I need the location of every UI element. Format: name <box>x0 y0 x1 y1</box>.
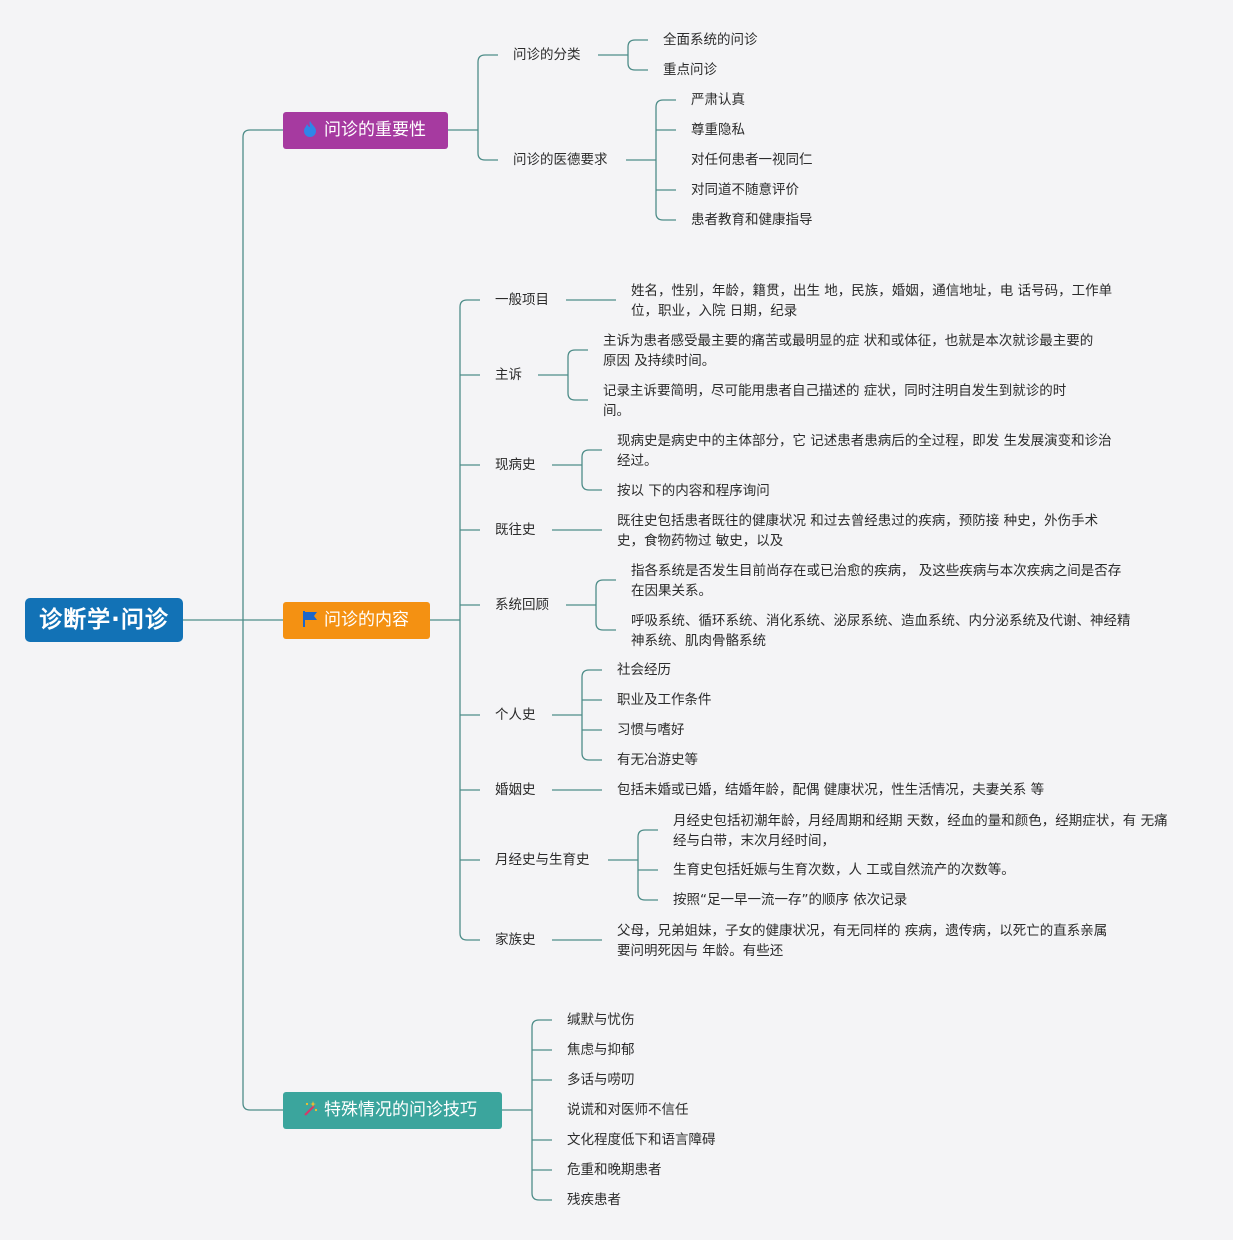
leaf-item[interactable]: 父母，兄弟姐妹，子女的健康状况，有无同样的 疾病，遗传病，以死亡的直系亲属要问明… <box>617 923 1108 959</box>
subtopic-special-item[interactable]: 缄默与忧伤 <box>567 1012 635 1028</box>
flame-icon <box>301 115 321 152</box>
leaf-item[interactable]: 主诉为患者感受最主要的痛苦或最明显的症 状和或体征，也就是本次就诊最主要的原因 … <box>603 333 1094 369</box>
magic-wand-icon <box>301 1095 321 1132</box>
leaf-item[interactable]: 尊重隐私 <box>691 122 745 138</box>
subtopic-general-items[interactable]: 一般项目 <box>495 292 549 308</box>
leaf-item[interactable]: 重点问诊 <box>663 62 717 78</box>
leaf-item[interactable]: 按以 下的内容和程序询问 <box>617 483 770 499</box>
subtopic-special-item[interactable]: 危重和晚期患者 <box>567 1162 662 1178</box>
subtopic-chief-complaint[interactable]: 主诉 <box>495 367 522 383</box>
subtopic-special-item[interactable]: 焦虑与抑郁 <box>567 1042 635 1058</box>
leaf-item[interactable]: 包括未婚或已婚，结婚年龄，配偶 健康状况，性生活情况，夫妻关系 等 <box>617 782 1045 798</box>
subtopic-ethics[interactable]: 问诊的医德要求 <box>513 152 608 168</box>
leaf-item[interactable]: 习惯与嗜好 <box>617 722 685 738</box>
subtopic-systems-review[interactable]: 系统回顾 <box>495 597 549 613</box>
subtopic-present-illness[interactable]: 现病史 <box>495 457 536 473</box>
subtopic-classification[interactable]: 问诊的分类 <box>513 47 581 63</box>
leaf-item[interactable]: 记录主诉要简明，尽可能用患者自己描述的 症状，同时注明自发生到就诊的时间。 <box>603 383 1067 419</box>
subtopic-special-item[interactable]: 残疾患者 <box>567 1192 621 1208</box>
subtopic-personal-history[interactable]: 个人史 <box>495 707 536 723</box>
root-topic[interactable]: 诊断学·问诊 <box>25 598 183 642</box>
subtopic-past-history[interactable]: 既往史 <box>495 522 536 538</box>
subtopic-special-item[interactable]: 多话与唠叨 <box>567 1072 635 1088</box>
leaf-item[interactable]: 对任何患者一视同仁 <box>691 152 813 168</box>
leaf-item[interactable]: 既往史包括患者既往的健康状况 和过去曾经患过的疾病，预防接 种史，外伤手术史，食… <box>617 513 1099 549</box>
leaf-item[interactable]: 呼吸系统、循环系统、消化系统、泌尿系统、造血系统、内分泌系统及代谢、神经精神系统… <box>631 613 1131 649</box>
leaf-item[interactable]: 患者教育和健康指导 <box>691 212 813 228</box>
branch-content[interactable]: 问诊的内容 <box>283 602 430 639</box>
leaf-item[interactable]: 职业及工作条件 <box>617 692 712 708</box>
leaf-item[interactable]: 社会经历 <box>617 662 671 678</box>
leaf-item[interactable]: 有无冶游史等 <box>617 752 698 768</box>
leaf-item[interactable]: 对同道不随意评价 <box>691 182 799 198</box>
subtopic-family-history[interactable]: 家族史 <box>495 932 536 948</box>
subtopic-special-item[interactable]: 文化程度低下和语言障碍 <box>567 1132 716 1148</box>
leaf-item[interactable]: 生育史包括妊娠与生育次数，人 工或自然流产的次数等。 <box>673 862 1015 878</box>
leaf-item[interactable]: 月经史包括初潮年龄，月经周期和经期 天数，经血的量和颜色，经期症状，有 无痛经与… <box>673 813 1168 849</box>
leaf-item[interactable]: 现病史是病史中的主体部分，它 记述患者患病后的全过程，即发 生发展演变和诊治经过… <box>617 433 1112 469</box>
branch-title: 问诊的内容 <box>324 610 409 630</box>
leaf-item[interactable]: 全面系统的问诊 <box>663 32 758 48</box>
branch-title: 问诊的重要性 <box>324 120 426 140</box>
branch-title: 特殊情况的问诊技巧 <box>324 1100 477 1120</box>
branch-special-skills[interactable]: 特殊情况的问诊技巧 <box>283 1092 502 1129</box>
subtopic-special-item[interactable]: 说谎和对医师不信任 <box>567 1102 689 1118</box>
flag-icon <box>301 605 321 642</box>
leaf-item[interactable]: 严肃认真 <box>691 92 745 108</box>
leaf-item[interactable]: 姓名，性别，年龄，籍贯，出生 地，民族，婚姻，通信地址，电 话号码，工作单位，职… <box>631 283 1113 319</box>
branch-importance[interactable]: 问诊的重要性 <box>283 112 448 149</box>
leaf-item[interactable]: 按照“足一早一流一存”的顺序 依次记录 <box>673 892 908 908</box>
subtopic-menstrual-reproductive[interactable]: 月经史与生育史 <box>495 852 590 868</box>
leaf-item[interactable]: 指各系统是否发生目前尚存在或已治愈的疾病， 及这些疾病与本次疾病之间是否存在因果… <box>631 563 1122 599</box>
subtopic-marital-history[interactable]: 婚姻史 <box>495 782 536 798</box>
